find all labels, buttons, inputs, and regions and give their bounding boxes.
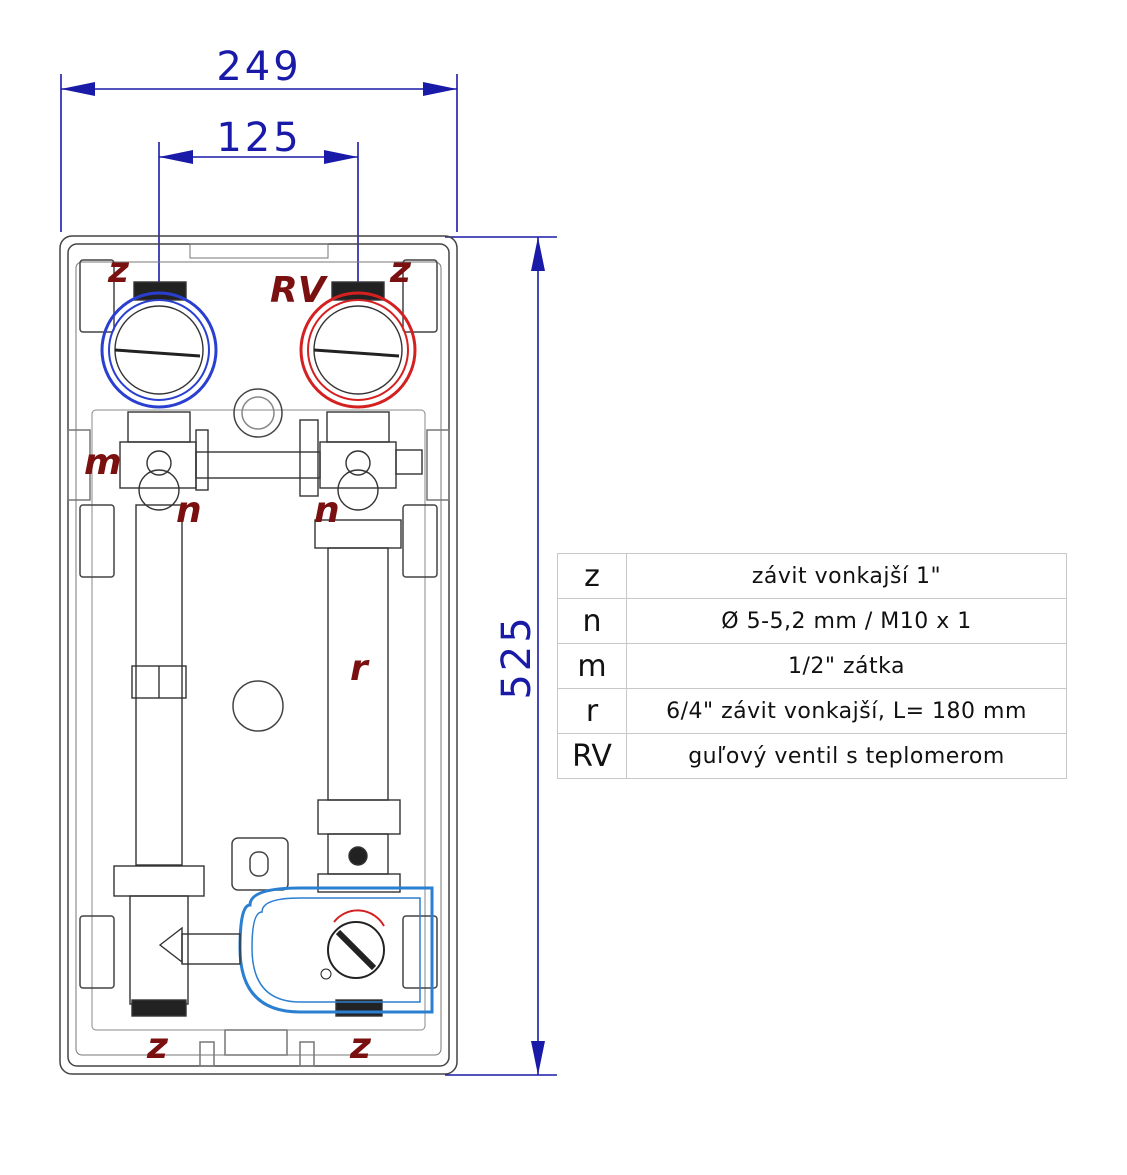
- legend-description: Ø 5-5,2 mm / M10 x 1: [626, 598, 1067, 644]
- legend-row: z závit vonkajší 1": [557, 553, 1067, 599]
- bypass-pipe: [195, 451, 321, 479]
- legend-description: závit vonkajší 1": [626, 553, 1067, 599]
- legend-code: z: [557, 553, 627, 599]
- callout-m: m: [84, 442, 122, 483]
- legend-row: m 1/2" zátka: [557, 643, 1067, 689]
- legend-description: guľový ventil s teplomerom: [626, 733, 1067, 779]
- callout-n-right: n: [314, 490, 340, 531]
- right-branch: [299, 281, 423, 1017]
- dimension-lines: [60, 74, 557, 1076]
- legend-code: m: [557, 643, 627, 689]
- callout-rv: RV: [270, 270, 329, 311]
- legend-code: RV: [557, 733, 627, 779]
- legend-code: r: [557, 688, 627, 734]
- callout-z-bottom-right: z: [349, 1026, 372, 1067]
- callout-n-left: n: [176, 490, 202, 531]
- legend-row: RV guľový ventil s teplomerom: [557, 733, 1067, 779]
- dimension-spacing-label: 125: [216, 115, 301, 161]
- legend-code: n: [557, 598, 627, 644]
- insulation-housing: [59, 235, 458, 1075]
- legend-table: z závit vonkajší 1" n Ø 5-5,2 mm / M10 x…: [557, 553, 1067, 779]
- dimension-height-label: 525: [494, 614, 540, 699]
- callout-z-top-right: z: [389, 250, 412, 291]
- left-branch: [100, 281, 218, 1017]
- callout-z-bottom-left: z: [146, 1026, 169, 1067]
- legend-row: r 6/4" závit vonkajší, L= 180 mm: [557, 688, 1067, 734]
- callout-z-top-left: z: [107, 250, 130, 291]
- legend-row: n Ø 5-5,2 mm / M10 x 1: [557, 598, 1067, 644]
- circulation-pump: [181, 886, 434, 1014]
- legend-description: 6/4" závit vonkajší, L= 180 mm: [626, 688, 1067, 734]
- dimension-width-label: 249: [216, 44, 301, 90]
- legend-description: 1/2" zátka: [626, 643, 1067, 689]
- callout-r: r: [350, 648, 370, 689]
